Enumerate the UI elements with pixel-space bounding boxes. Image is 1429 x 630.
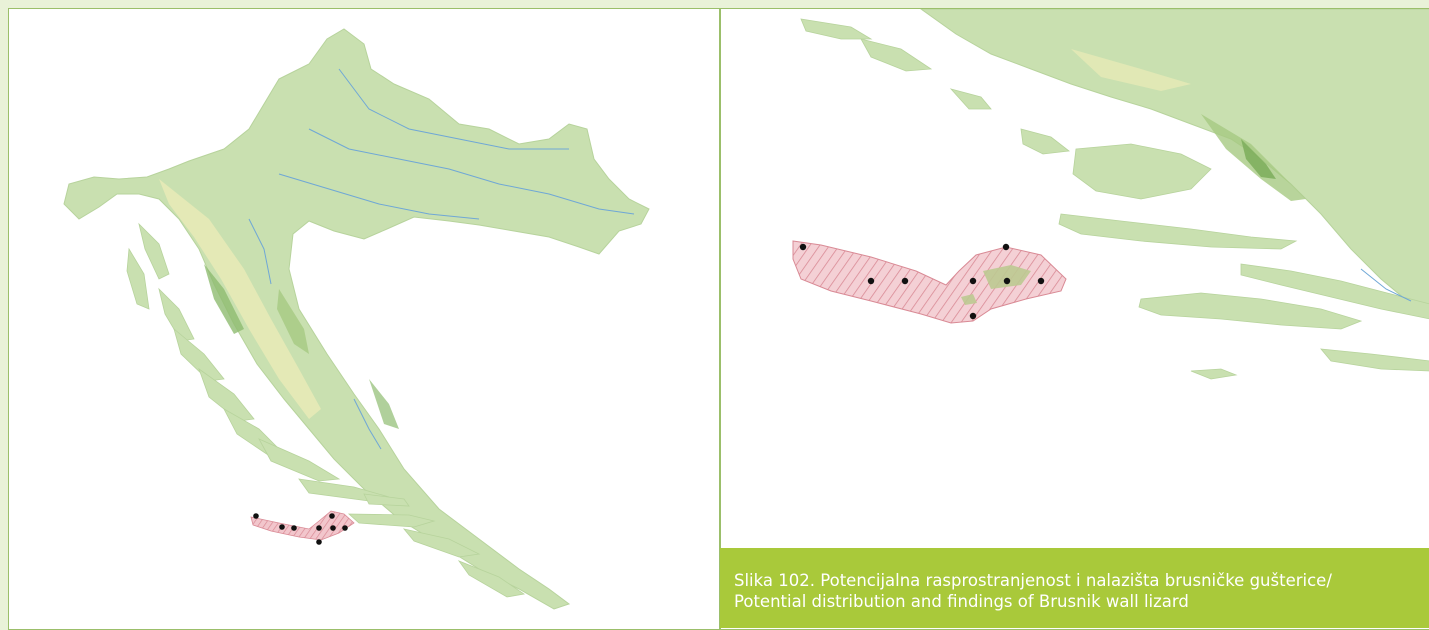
finding-point	[901, 277, 909, 285]
caption-line-1: Slika 102. Potencijalna rasprostranjenos…	[734, 571, 1332, 590]
potential-distribution-range	[792, 240, 1067, 324]
detail-map-panel	[720, 8, 1429, 630]
island-in-range	[961, 294, 977, 305]
finding-point	[799, 243, 807, 251]
finding-point	[969, 312, 977, 320]
highland-dark	[369, 379, 399, 429]
findings-points	[253, 513, 348, 545]
river	[1360, 268, 1412, 302]
overview-map-panel	[8, 8, 720, 630]
islands	[800, 18, 1429, 380]
findings-points	[799, 243, 1045, 320]
overview-map	[63, 28, 650, 610]
highland-dark	[277, 289, 309, 354]
mountain-relief	[1071, 49, 1191, 91]
finding-point	[316, 539, 322, 545]
mountain-relief	[159, 179, 321, 419]
finding-point	[1037, 277, 1045, 285]
finding-point	[867, 277, 875, 285]
finding-point	[316, 525, 322, 531]
highland-dark	[204, 264, 244, 334]
croatia-land	[63, 28, 650, 610]
finding-point	[329, 513, 335, 519]
finding-point	[1002, 243, 1010, 251]
finding-point	[253, 513, 259, 519]
rivers	[248, 68, 635, 450]
islands	[126, 222, 526, 598]
figure-caption: Slika 102. Potencijalna rasprostranjenos…	[720, 548, 1429, 628]
detail-map	[792, 9, 1429, 380]
finding-point	[1003, 277, 1011, 285]
highland-dark	[1241, 139, 1276, 179]
finding-point	[330, 525, 336, 531]
caption-line-2: Potential distribution and findings of B…	[734, 592, 1189, 611]
potential-distribution-range	[250, 510, 355, 541]
finding-point	[291, 525, 297, 531]
finding-point	[969, 277, 977, 285]
finding-point	[279, 524, 285, 530]
finding-point	[342, 525, 348, 531]
island-in-range	[983, 265, 1031, 289]
